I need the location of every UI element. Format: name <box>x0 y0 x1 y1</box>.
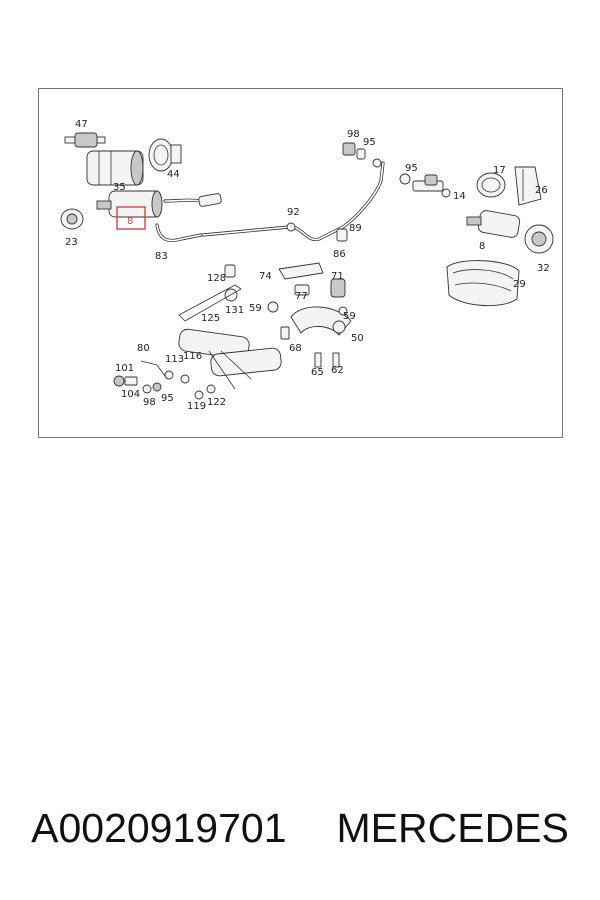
part-number: A0020919701 <box>31 805 287 851</box>
highlight-box-part-8[interactable] <box>116 206 146 230</box>
callout-label: 95 <box>405 163 418 174</box>
callout-label: 113 <box>165 354 184 365</box>
callout-label: 128 <box>207 273 226 284</box>
callout-label: 71 <box>331 271 344 282</box>
callout-label: 44 <box>167 169 180 180</box>
callout-label: 116 <box>183 351 202 362</box>
callout-label: 89 <box>349 223 362 234</box>
callout-label: 95 <box>363 137 376 148</box>
callout-label: 98 <box>143 397 156 408</box>
part-17-ring <box>476 172 506 198</box>
callout-label: 83 <box>155 251 168 262</box>
callout-label: 74 <box>259 271 272 282</box>
part-caption: A0020919701 MERCEDES <box>0 805 600 852</box>
callout-label: 14 <box>453 191 466 202</box>
callout-label: 59 <box>343 311 356 322</box>
highlight-label: 8 <box>127 216 133 227</box>
callout-label: 26 <box>535 185 548 196</box>
callout-label: 86 <box>333 249 346 260</box>
callout-label: 119 <box>187 401 206 412</box>
callout-label: 122 <box>207 397 226 408</box>
part-23-mount <box>60 208 84 230</box>
callout-label: 50 <box>351 333 364 344</box>
callout-label: 104 <box>121 389 140 400</box>
callout-label: 101 <box>115 363 134 374</box>
part-26-bracket <box>514 166 542 206</box>
callout-label: 77 <box>295 291 308 302</box>
brand-name: MERCEDES <box>336 805 569 851</box>
part-29-shield <box>446 260 520 307</box>
callout-label: 32 <box>537 263 550 274</box>
callout-label: 35 <box>113 182 126 193</box>
callout-label: 17 <box>493 165 506 176</box>
part-32-cover <box>524 224 554 254</box>
part-47-accumulator <box>64 132 106 148</box>
part-8-pump-right <box>466 210 521 238</box>
callout-label: 8 <box>479 241 485 252</box>
part-8-fuel-pump <box>96 190 163 218</box>
callout-label: 23 <box>65 237 78 248</box>
callout-label: 125 <box>201 313 220 324</box>
callout-label: 59 <box>249 303 262 314</box>
callout-label: 47 <box>75 119 88 130</box>
callout-label: 29 <box>513 279 526 290</box>
parts-diagram: 8 <box>38 88 563 438</box>
part-35-fuel-filter <box>86 150 144 186</box>
callout-label: 62 <box>331 365 344 376</box>
callout-label: 98 <box>347 129 360 140</box>
callout-label: 95 <box>161 393 174 404</box>
callout-label: 92 <box>287 207 300 218</box>
callout-label: 131 <box>225 305 244 316</box>
exploded-view-drawing: 8 <box>60 119 554 412</box>
lower-fuel-pumps <box>178 328 282 390</box>
callout-label: 80 <box>137 343 150 354</box>
part-44-clamp <box>148 138 182 172</box>
callout-label: 65 <box>311 367 324 378</box>
callout-label: 68 <box>289 343 302 354</box>
